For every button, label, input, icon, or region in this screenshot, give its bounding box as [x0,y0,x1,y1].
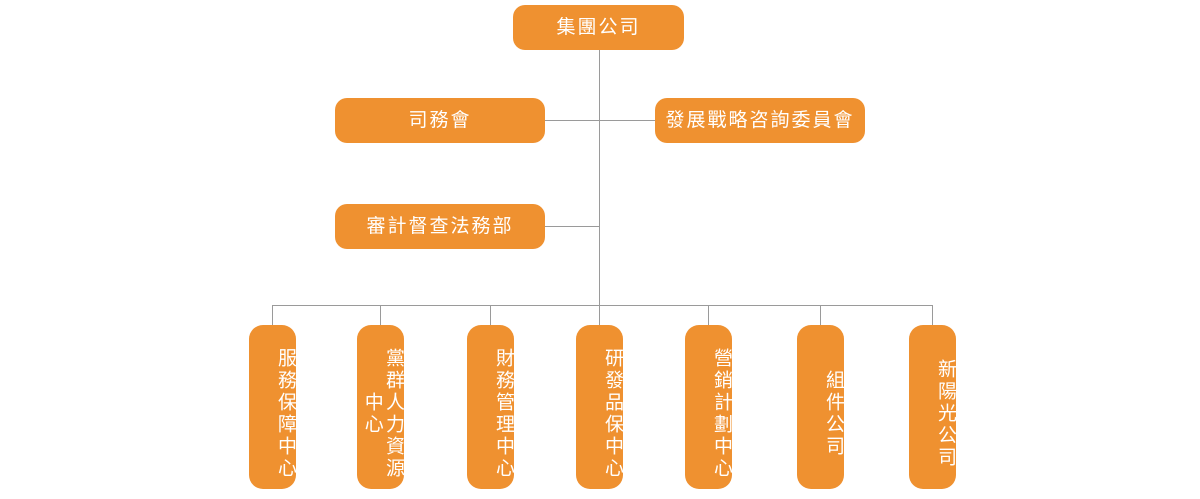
connector-drop-2 [380,305,381,325]
connector-division-bus [272,305,933,306]
node-new-sunshine-company[interactable]: 新陽光公司 [909,325,956,489]
node-board-affairs[interactable]: 司務會 [327,93,545,143]
node-party-hr-center[interactable]: 黨群人力資源中心 [357,325,404,489]
node-label: 審計督查法務部 [366,215,514,237]
node-marketing-planning-center[interactable]: 營銷計劃中心 [685,325,732,489]
connector-drop-4 [599,305,600,325]
node-finance-management-center[interactable]: 財務管理中心 [467,325,514,489]
node-label: 財務管理中心 [493,348,514,480]
node-label: 研發品保中心 [602,348,623,480]
node-label: 發展戰略咨詢委員會 [665,109,855,131]
connector-drop-1 [272,305,273,325]
node-label: 營銷計劃中心 [711,348,732,480]
node-service-support-center[interactable]: 服務保障中心 [249,325,296,489]
connector-row2-left [545,120,600,121]
connector-drop-6 [820,305,821,325]
node-audit-legal-dept[interactable]: 審計督查法務部 [327,199,545,249]
node-label: 黨群人力資源中心 [361,348,404,480]
connector-drop-3 [490,305,491,325]
node-rd-quality-center[interactable]: 研發品保中心 [576,325,623,489]
connector-drop-5 [708,305,709,325]
node-label: 集團公司 [556,16,641,38]
connector-drop-7 [932,305,933,325]
node-label: 組件公司 [823,370,844,458]
node-label: 服務保障中心 [275,348,296,480]
connector-row3-left [545,226,600,227]
connector-row2-right [599,120,655,121]
node-label: 司務會 [408,109,472,131]
connector-root-trunk [599,50,600,305]
node-group-company[interactable]: 集團公司 [505,0,684,50]
node-dev-strategy-committee[interactable]: 發展戰略咨詢委員會 [647,93,865,143]
node-components-company[interactable]: 組件公司 [797,325,844,489]
node-label: 新陽光公司 [935,359,956,469]
